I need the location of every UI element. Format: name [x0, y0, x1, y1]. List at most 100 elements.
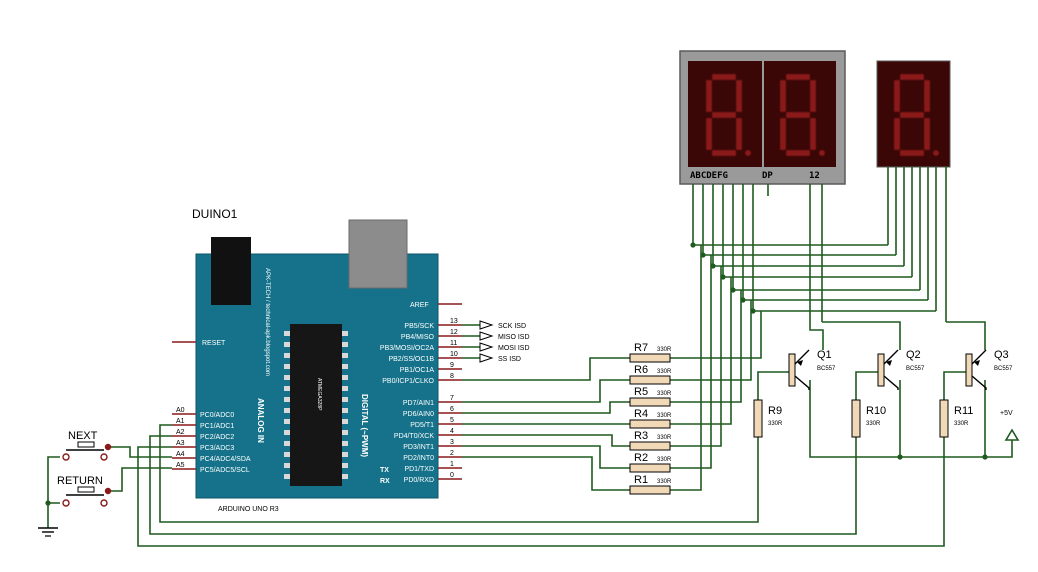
chip-pin — [284, 375, 290, 380]
chip-pins — [284, 331, 348, 479]
digital-pin-name: PD2/INT0 — [403, 455, 434, 462]
chip-pin — [284, 364, 290, 369]
chip-pin — [342, 452, 348, 457]
isd-label: SCK ISD — [498, 323, 526, 330]
digital-pin-number: 5 — [450, 417, 454, 424]
board-ref-label: DUINO1 — [192, 207, 238, 221]
chip-pin — [342, 463, 348, 468]
segment-pin-label: ABCDEFG — [690, 171, 728, 181]
digital-pin-name: PD0/RXD — [404, 477, 434, 484]
resistor-value: 330R — [657, 457, 672, 463]
analog-pin-number: A1 — [176, 418, 185, 425]
resistor-ref: R7 — [634, 342, 648, 354]
segment — [923, 117, 931, 151]
isd-arrow-icon — [479, 353, 494, 363]
decimal-point — [818, 149, 826, 157]
analog-pin-name: PC2/ADC2 — [200, 434, 234, 441]
vendor-label: APK-TECH / technical-apk.blogspot.com — [264, 268, 270, 376]
tx-label: TX — [380, 467, 389, 474]
digital-pin-number: 11 — [450, 340, 457, 347]
next-button-label: NEXT — [68, 430, 98, 442]
digital-pin-name: PB4/MISO — [401, 334, 435, 341]
chip-pin — [342, 441, 348, 446]
digital-pin-number: 7 — [450, 395, 454, 402]
chip-pin — [284, 452, 290, 457]
resistor-value: 330R — [657, 391, 672, 397]
chip-pin — [342, 408, 348, 413]
analog-pin-name: PC0/ADC0 — [200, 412, 234, 419]
analog-pin-number: A3 — [176, 440, 185, 447]
digital-pin-name: PD6/AIN0 — [403, 411, 434, 418]
digital-pin-name: PB5/SCK — [404, 323, 434, 330]
segment — [809, 79, 817, 113]
segment — [705, 117, 713, 151]
digital-pin-name: PB3/MOSI/OC2A — [380, 345, 434, 352]
resistor-ref: R5 — [634, 386, 648, 398]
segment — [785, 73, 811, 81]
transistor-model: BC557 — [906, 366, 925, 372]
segment — [809, 117, 817, 151]
usb-connector — [348, 219, 408, 289]
transistor-model: BC557 — [994, 366, 1013, 372]
digital-pin-name: PD3/INT1 — [403, 444, 434, 451]
reset-label: RESET — [202, 340, 226, 347]
dp-pin-label: DP — [762, 171, 773, 181]
digital-pwm-label: DIGITAL (~PWM) — [360, 394, 369, 457]
resistor-ref: R3 — [634, 430, 648, 442]
resistor-ref: R6 — [634, 364, 648, 376]
digital-pin-number: 8 — [450, 373, 454, 380]
segment — [705, 79, 713, 113]
chip-pin — [284, 397, 290, 402]
transistor-ref: Q2 — [906, 349, 921, 361]
segment — [785, 149, 811, 157]
digital-pin-group: 13PB5/SCK12PB4/MISO11PB3/MOSI/OC2A10PB2/… — [380, 318, 462, 484]
resistor-ref: R11 — [954, 405, 973, 417]
resistor — [629, 397, 671, 407]
resistor — [939, 399, 949, 438]
board-model-label: ARDUINO UNO R3 — [218, 506, 279, 513]
analog-pin-name: PC1/ADC1 — [200, 423, 234, 430]
resistor-ref: R1 — [634, 474, 648, 486]
segment — [779, 79, 787, 113]
digital-pin-number: 10 — [450, 351, 458, 358]
digital-pin-name: PD7/AIN1 — [403, 400, 434, 407]
isd-arrow-icon — [479, 320, 494, 330]
supply-arrow-icon — [1004, 428, 1020, 441]
chip-pin — [342, 331, 348, 336]
analog-in-label: ANALOG IN — [256, 398, 265, 443]
isd-label: MOSI ISD — [498, 345, 530, 352]
segment — [923, 79, 931, 113]
next-button[interactable]: NEXT — [62, 430, 112, 461]
chip-pin — [342, 375, 348, 380]
resistor — [753, 399, 763, 438]
chip-pin — [284, 474, 290, 479]
chip-pin — [342, 386, 348, 391]
segment — [893, 79, 901, 113]
resistor-ref: R10 — [866, 405, 886, 417]
display-segments — [705, 73, 940, 157]
return-button[interactable]: RETURN — [57, 475, 112, 507]
isd-arrow-icon — [479, 331, 494, 341]
chip-pin — [284, 441, 290, 446]
segment — [899, 149, 925, 157]
digital-pin-number: 9 — [450, 362, 454, 369]
chip-pin — [284, 386, 290, 391]
resistor-ref: R4 — [634, 408, 648, 420]
resistor-value: 330R — [657, 479, 672, 485]
segment — [893, 117, 901, 151]
resistor-ref: R9 — [768, 405, 782, 417]
isd-arrow-icon — [479, 342, 494, 352]
digital-pin-number: 3 — [450, 439, 454, 446]
analog-pin-number: A2 — [176, 429, 185, 436]
isd-label: SS ISD — [498, 356, 521, 363]
chip-pin — [342, 397, 348, 402]
resistor-value: 330R — [768, 421, 783, 427]
digital-pin-number: 13 — [450, 318, 458, 325]
resistor-value: 330R — [657, 347, 672, 353]
resistor — [629, 353, 671, 363]
